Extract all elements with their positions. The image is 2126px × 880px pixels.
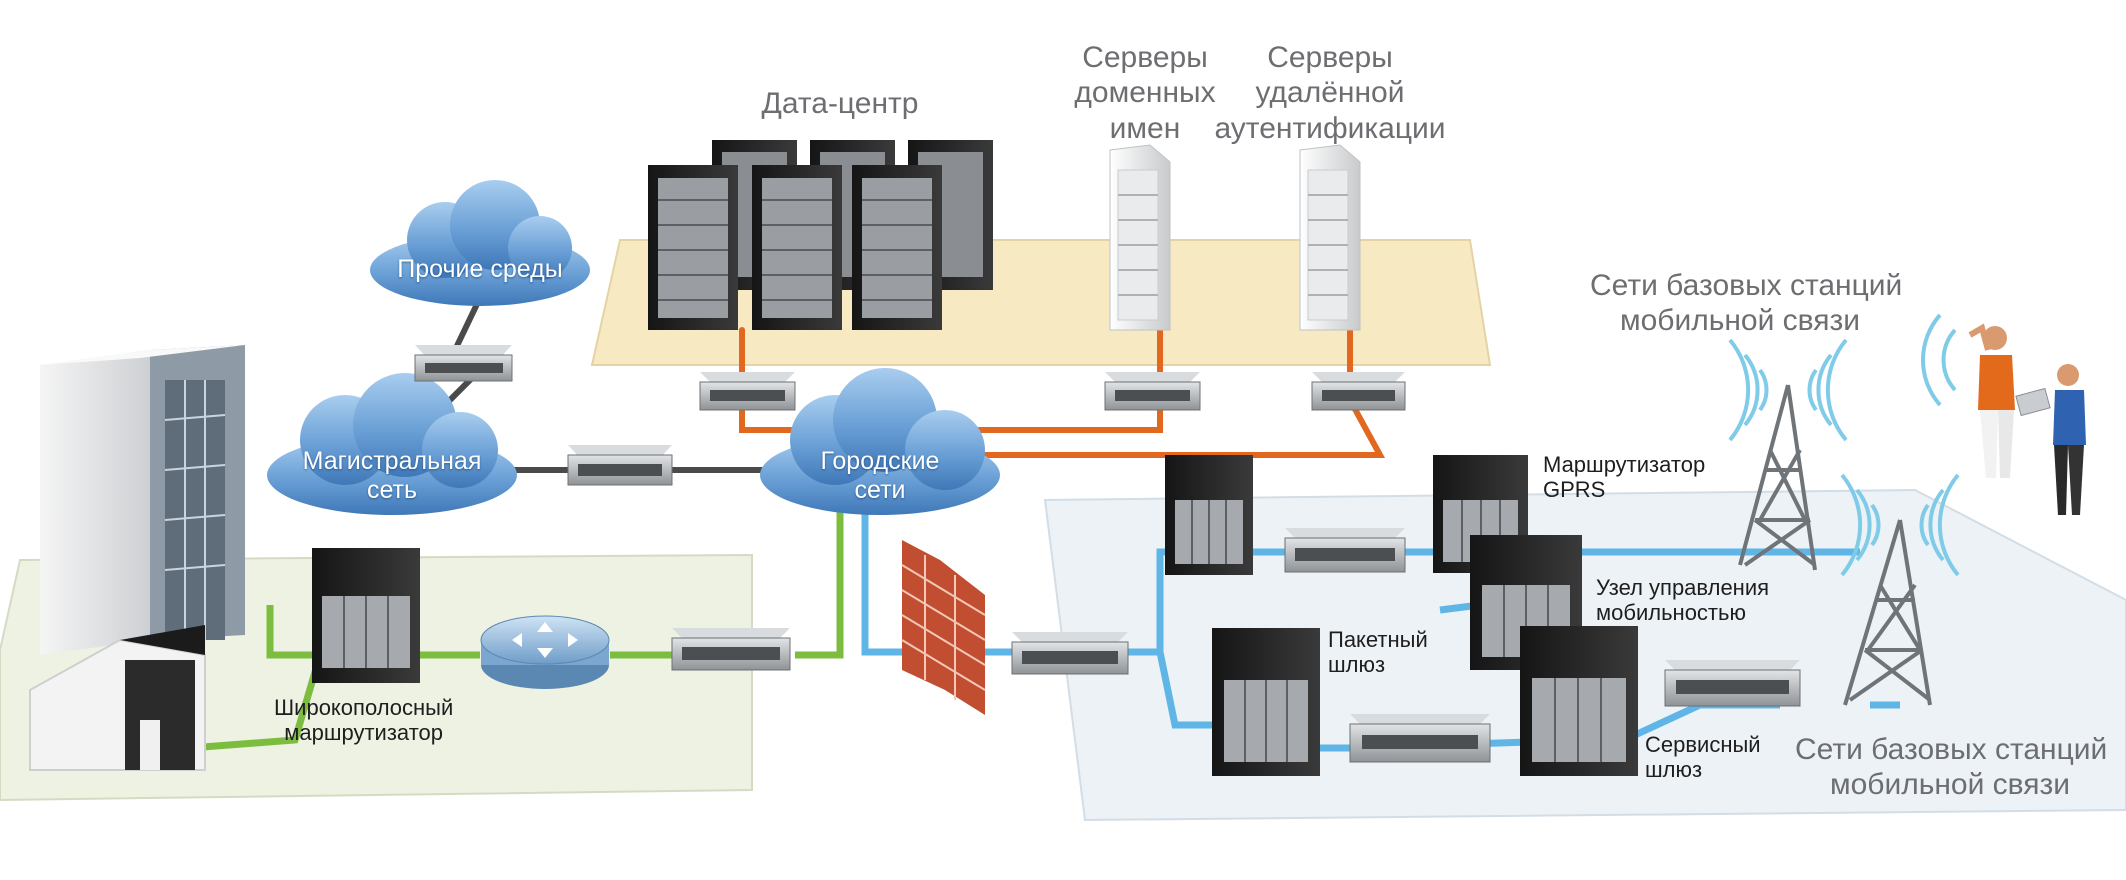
cloud-metro-line1: Городские [820,447,940,475]
switch-other-icon [414,345,513,382]
cell-tower-2-icon [1840,473,1960,706]
label-service-gw-line2: шлюз [1645,757,1703,783]
label-auth-servers: Серверы удалённой аутентификации [1210,40,1450,146]
service-gateway-icon [1520,626,1638,776]
cloud-label-metro: Городские сети [800,447,960,505]
label-gprs-line2: GPRS [1543,477,1606,503]
switch-mobile-3-icon [1664,660,1801,707]
switch-home-icon [671,628,791,671]
server-rack-icon [852,165,942,330]
server-rack-icon [648,165,738,330]
label-bs-bottom-line1: Сети базовых станций [1795,733,2108,766]
label-service-gateway: Сервисный шлюз [1645,732,1761,783]
cloud-label-other: Прочие среды [397,255,563,283]
dns-server-icon [1109,144,1171,331]
firewall-icon [901,540,986,715]
label-broadband-router: Широкополосный маршрутизатор [274,695,453,746]
label-bs-networks-bottom: Сети базовых станций мобильной связи [1795,732,2108,803]
label-dns-servers: Серверы доменных имен [1050,40,1240,146]
switch-firewall-icon [1011,632,1129,675]
cloud-label-backbone: Магистральная сеть [297,447,487,505]
green-links [189,510,844,752]
label-dns-line3: имен [1109,111,1181,145]
person-1-icon [1921,313,2015,478]
cloud-backbone-line2: сеть [366,475,418,504]
switch-mobile-1-icon [1284,528,1406,573]
cloud-other-icon [370,180,590,306]
label-dns-line2: доменных [1074,76,1216,110]
switch-mobile-2-icon [1349,714,1491,763]
label-dns-line1: Серверы [1082,41,1208,74]
label-mobility-node: Узел управления мобильностью [1596,575,1769,626]
label-auth-line3: аутентификации [1214,111,1446,145]
packet-gateway-icon [1212,628,1320,776]
label-bs-top-line1: Сети базовых станций [1590,269,1903,302]
label-auth-line1: Серверы [1267,41,1393,74]
label-mobility-line2: мобильностью [1596,600,1746,626]
switch-backbone-icon [567,445,673,486]
label-service-gw-line1: Сервисный [1645,732,1761,757]
auth-server-icon [1299,144,1361,331]
label-mobility-line1: Узел управления [1596,575,1770,600]
office-building-icon [40,345,245,655]
label-bs-top-line2: мобильной связи [1619,304,1861,338]
label-packet-gateway: Пакетный шлюз [1328,627,1428,678]
person-2-icon [2015,364,2086,515]
cloud-metro-icon [760,368,1000,515]
house-icon [29,625,206,771]
label-packet-gw-line2: шлюз [1328,652,1386,678]
label-gprs-router: Маршрутизатор GPRS [1543,452,1705,503]
server-rack-icon [752,165,842,330]
cloud-backbone-icon [267,373,517,515]
label-datacenter: Дата-центр [761,87,919,120]
cloud-backbone-line1: Магистральная [302,447,482,475]
label-broadband-line1: Широкополосный [274,695,454,720]
label-broadband-line2: маршрутизатор [284,720,443,746]
label-packet-gw-line1: Пакетный [1328,627,1428,652]
cloud-metro-line2: сети [854,475,906,504]
cell-tower-1-icon [1728,338,1848,571]
label-gprs-line1: Маршрутизатор [1543,452,1706,477]
switch-datacenter-2-icon [1104,372,1201,411]
switch-datacenter-1-icon [699,372,796,411]
router-icon [480,615,610,689]
gateway-rack-1-icon [1165,455,1253,575]
datacenter-racks-icon [648,140,993,330]
switch-datacenter-3-icon [1311,372,1406,411]
label-auth-line2: удалённой [1255,76,1405,110]
label-bs-bottom-line2: мобильной связи [1829,768,2071,802]
label-bs-networks-top: Сети базовых станций мобильной связи [1590,268,1903,339]
broadband-router-icon [312,548,420,683]
